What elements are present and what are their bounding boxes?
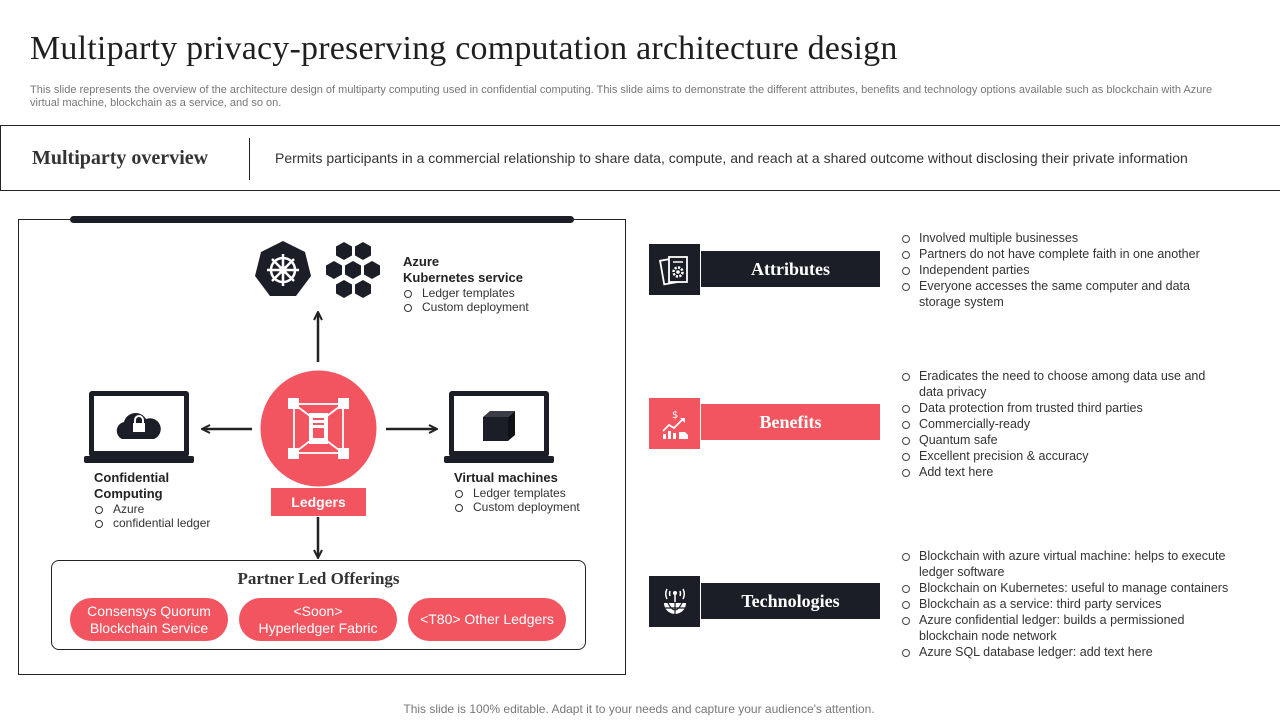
helm-icon xyxy=(254,240,312,303)
list-item: Excellent precision & accuracy xyxy=(900,448,1230,464)
confidential-bullets: Azure confidential ledger xyxy=(94,502,210,530)
benefits-list: Eradicates the need to choose among data… xyxy=(900,368,1230,480)
svg-text:$: $ xyxy=(672,410,678,421)
ledger-network-icon xyxy=(260,370,377,492)
list-item: Ledger templates xyxy=(403,286,529,300)
list-item: Quantum safe xyxy=(900,432,1230,448)
list-item: Ledger templates xyxy=(454,486,580,500)
list-item: Azure xyxy=(94,502,210,516)
footer-note: This slide is 100% editable. Adapt it to… xyxy=(403,702,875,716)
technologies-list: Blockchain with azure virtual machine: h… xyxy=(900,548,1265,660)
page-title: Multiparty privacy-preserving computatio… xyxy=(30,30,898,67)
confidential-label: Confidential Computing xyxy=(94,470,170,501)
overview-band: Multiparty overview Permits participants… xyxy=(0,125,1280,191)
list-item: Independent parties xyxy=(900,262,1260,278)
laptop-cloud-lock-icon xyxy=(84,390,194,471)
overview-text: Permits participants in a commercial rel… xyxy=(275,150,1188,166)
list-item: Everyone accesses the same computer and … xyxy=(900,278,1220,310)
list-item: Data protection from trusted third parti… xyxy=(900,400,1230,416)
laptop-cube-icon xyxy=(444,390,554,471)
list-item: Custom deployment xyxy=(454,500,580,514)
benefits-label: Benefits xyxy=(701,404,880,440)
kubernetes-label: Azure Kubernetes service xyxy=(403,254,523,285)
offering-hyperledger-fabric: <Soon> Hyperledger Fabric xyxy=(239,598,397,641)
page-subtitle: This slide represents the overview of th… xyxy=(30,84,1213,109)
list-item: Blockchain on Kubernetes: useful to mana… xyxy=(900,580,1265,596)
list-item: Commercially-ready xyxy=(900,416,1230,432)
list-item: Azure confidential ledger: builds a perm… xyxy=(900,612,1220,644)
overview-divider xyxy=(249,138,250,180)
list-item: Partners do not have complete faith in o… xyxy=(900,246,1260,262)
overview-title: Multiparty overview xyxy=(32,147,209,169)
virtual-machines-label: Virtual machines xyxy=(454,470,558,485)
hexagon-cluster-icon xyxy=(323,241,385,304)
list-item: Eradicates the need to choose among data… xyxy=(900,368,1230,400)
list-item: Add text here xyxy=(900,464,1230,480)
kubernetes-bullets: Ledger templates Custom deployment xyxy=(403,286,529,314)
globe-network-icon xyxy=(649,576,700,627)
growth-chart-hand-icon: $ xyxy=(649,398,700,449)
list-item: confidential ledger xyxy=(94,516,210,530)
offering-consensys-quorum: Consensys Quorum Blockchain Service xyxy=(70,598,228,641)
list-item: Blockchain as a service: third party ser… xyxy=(900,596,1265,612)
document-gear-icon xyxy=(649,244,700,295)
partner-title: Partner Led Offerings xyxy=(237,569,400,588)
virtual-machines-bullets: Ledger templates Custom deployment xyxy=(454,486,580,514)
list-item: Blockchain with azure virtual machine: h… xyxy=(900,548,1255,580)
list-item: Azure SQL database ledger: add text here xyxy=(900,644,1265,660)
offering-other-ledgers: <T80> Other Ledgers xyxy=(408,598,566,641)
partner-offerings-box: Partner Led Offerings Consensys Quorum B… xyxy=(51,560,586,650)
list-item: Custom deployment xyxy=(403,300,529,314)
technologies-label: Technologies xyxy=(701,583,880,619)
attributes-label: Attributes xyxy=(701,251,880,287)
list-item: Involved multiple businesses xyxy=(900,230,1260,246)
diagram-top-bar xyxy=(70,216,574,223)
ledgers-label: Ledgers xyxy=(271,488,366,516)
attributes-list: Involved multiple businesses Partners do… xyxy=(900,230,1260,310)
